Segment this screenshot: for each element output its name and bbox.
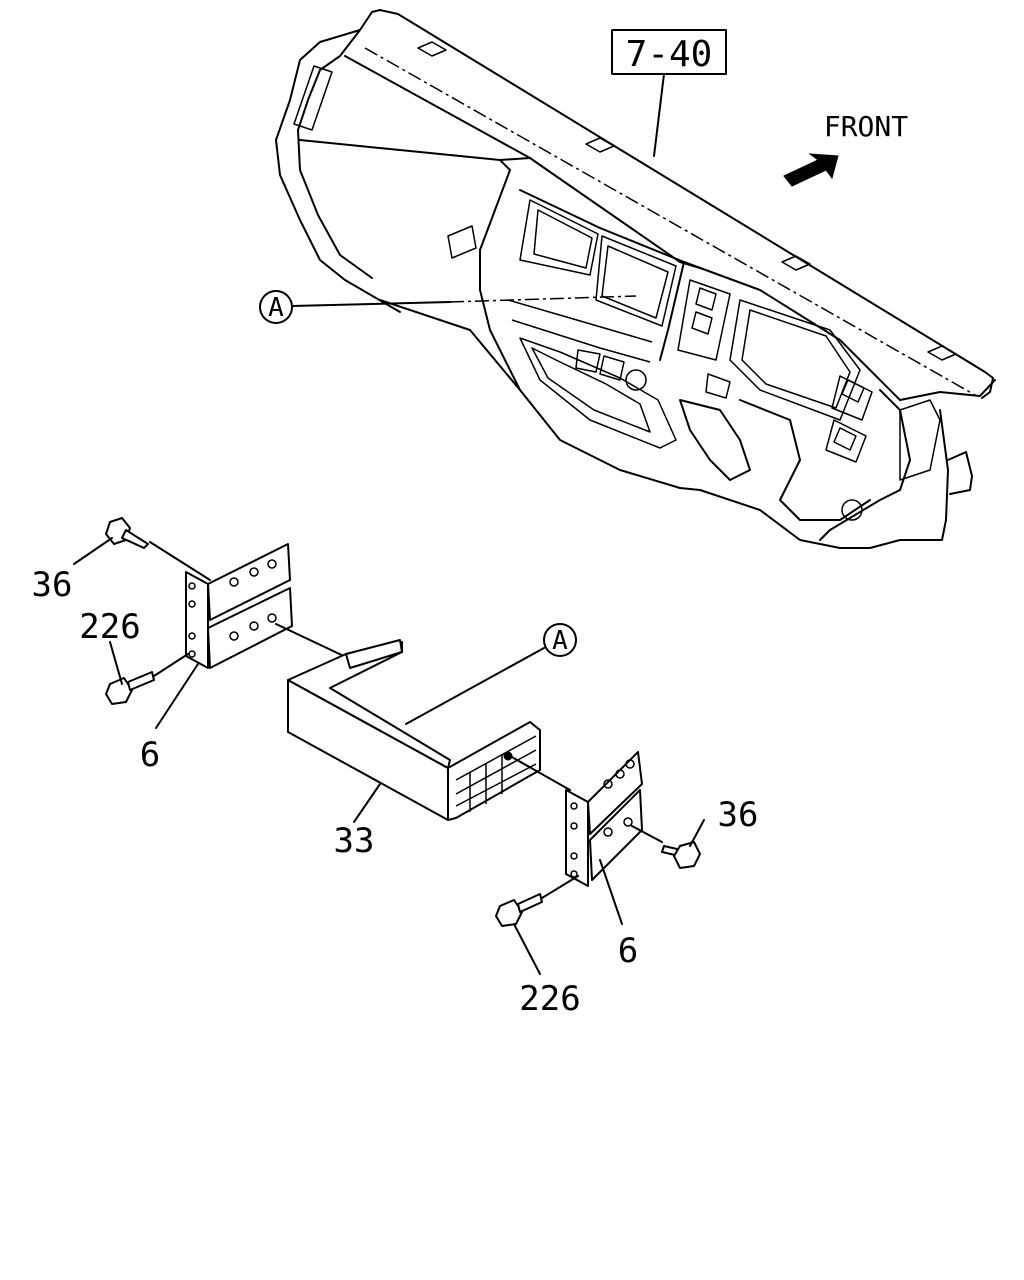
callout-33: 33 — [334, 821, 375, 861]
left-bracket-drawing — [149, 541, 349, 669]
right-bracket-drawing — [565, 751, 663, 887]
front-arrow-icon — [783, 153, 839, 187]
bolt-lower-right-drawing — [495, 875, 579, 927]
detail-marker-upper: A — [259, 290, 637, 324]
bezel-drawing — [287, 639, 571, 821]
callout-6-right: 6 — [618, 931, 638, 971]
screw-upper-left-drawing — [105, 517, 149, 549]
reference-label: 7-40 — [626, 34, 713, 75]
instrument-panel-drawing — [275, 9, 996, 549]
reference-box: 7-40 — [611, 29, 727, 157]
front-indicator: FRONT — [783, 110, 908, 187]
callout-226-upper-left: 226 — [79, 607, 140, 647]
callout-6-left: 6 — [140, 735, 160, 775]
callouts: 36 226 6 33 36 6 226 — [32, 537, 759, 1019]
bolt-upper-left-drawing — [105, 653, 189, 705]
callout-36-upper-left: 36 — [32, 565, 73, 605]
callout-226-lower-right: 226 — [519, 979, 580, 1019]
marker-letter-lower: A — [552, 626, 568, 656]
screw-right-drawing — [661, 841, 701, 869]
callout-36-right: 36 — [718, 795, 759, 835]
front-label: FRONT — [824, 110, 908, 143]
detail-marker-lower: A — [405, 623, 577, 725]
marker-letter-upper: A — [268, 293, 284, 323]
